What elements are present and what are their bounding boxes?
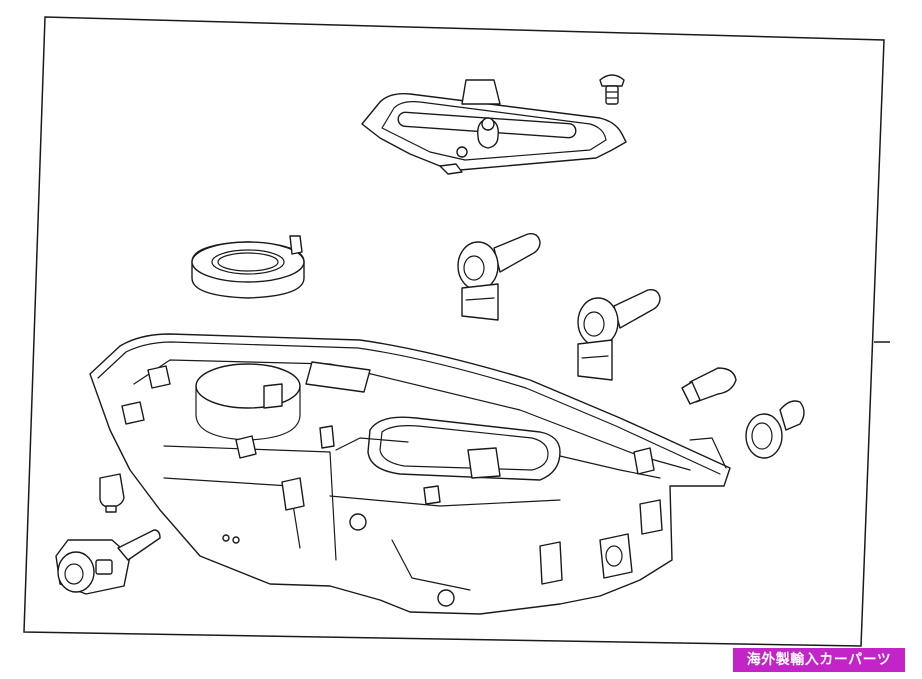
mount-bracket [361, 79, 627, 175]
watermark-badge: 海外製輸入カーパーツ [733, 648, 905, 672]
screw [599, 74, 625, 105]
headlamp-housing [89, 333, 731, 615]
connector-socket [55, 529, 161, 595]
wedge-bulb [681, 367, 737, 405]
bulb-socket-upper [457, 232, 541, 321]
small-bulb [99, 473, 125, 513]
seal-ring [191, 235, 305, 299]
socket-with-bulb [745, 400, 805, 459]
bulb-socket-middle [577, 288, 661, 381]
